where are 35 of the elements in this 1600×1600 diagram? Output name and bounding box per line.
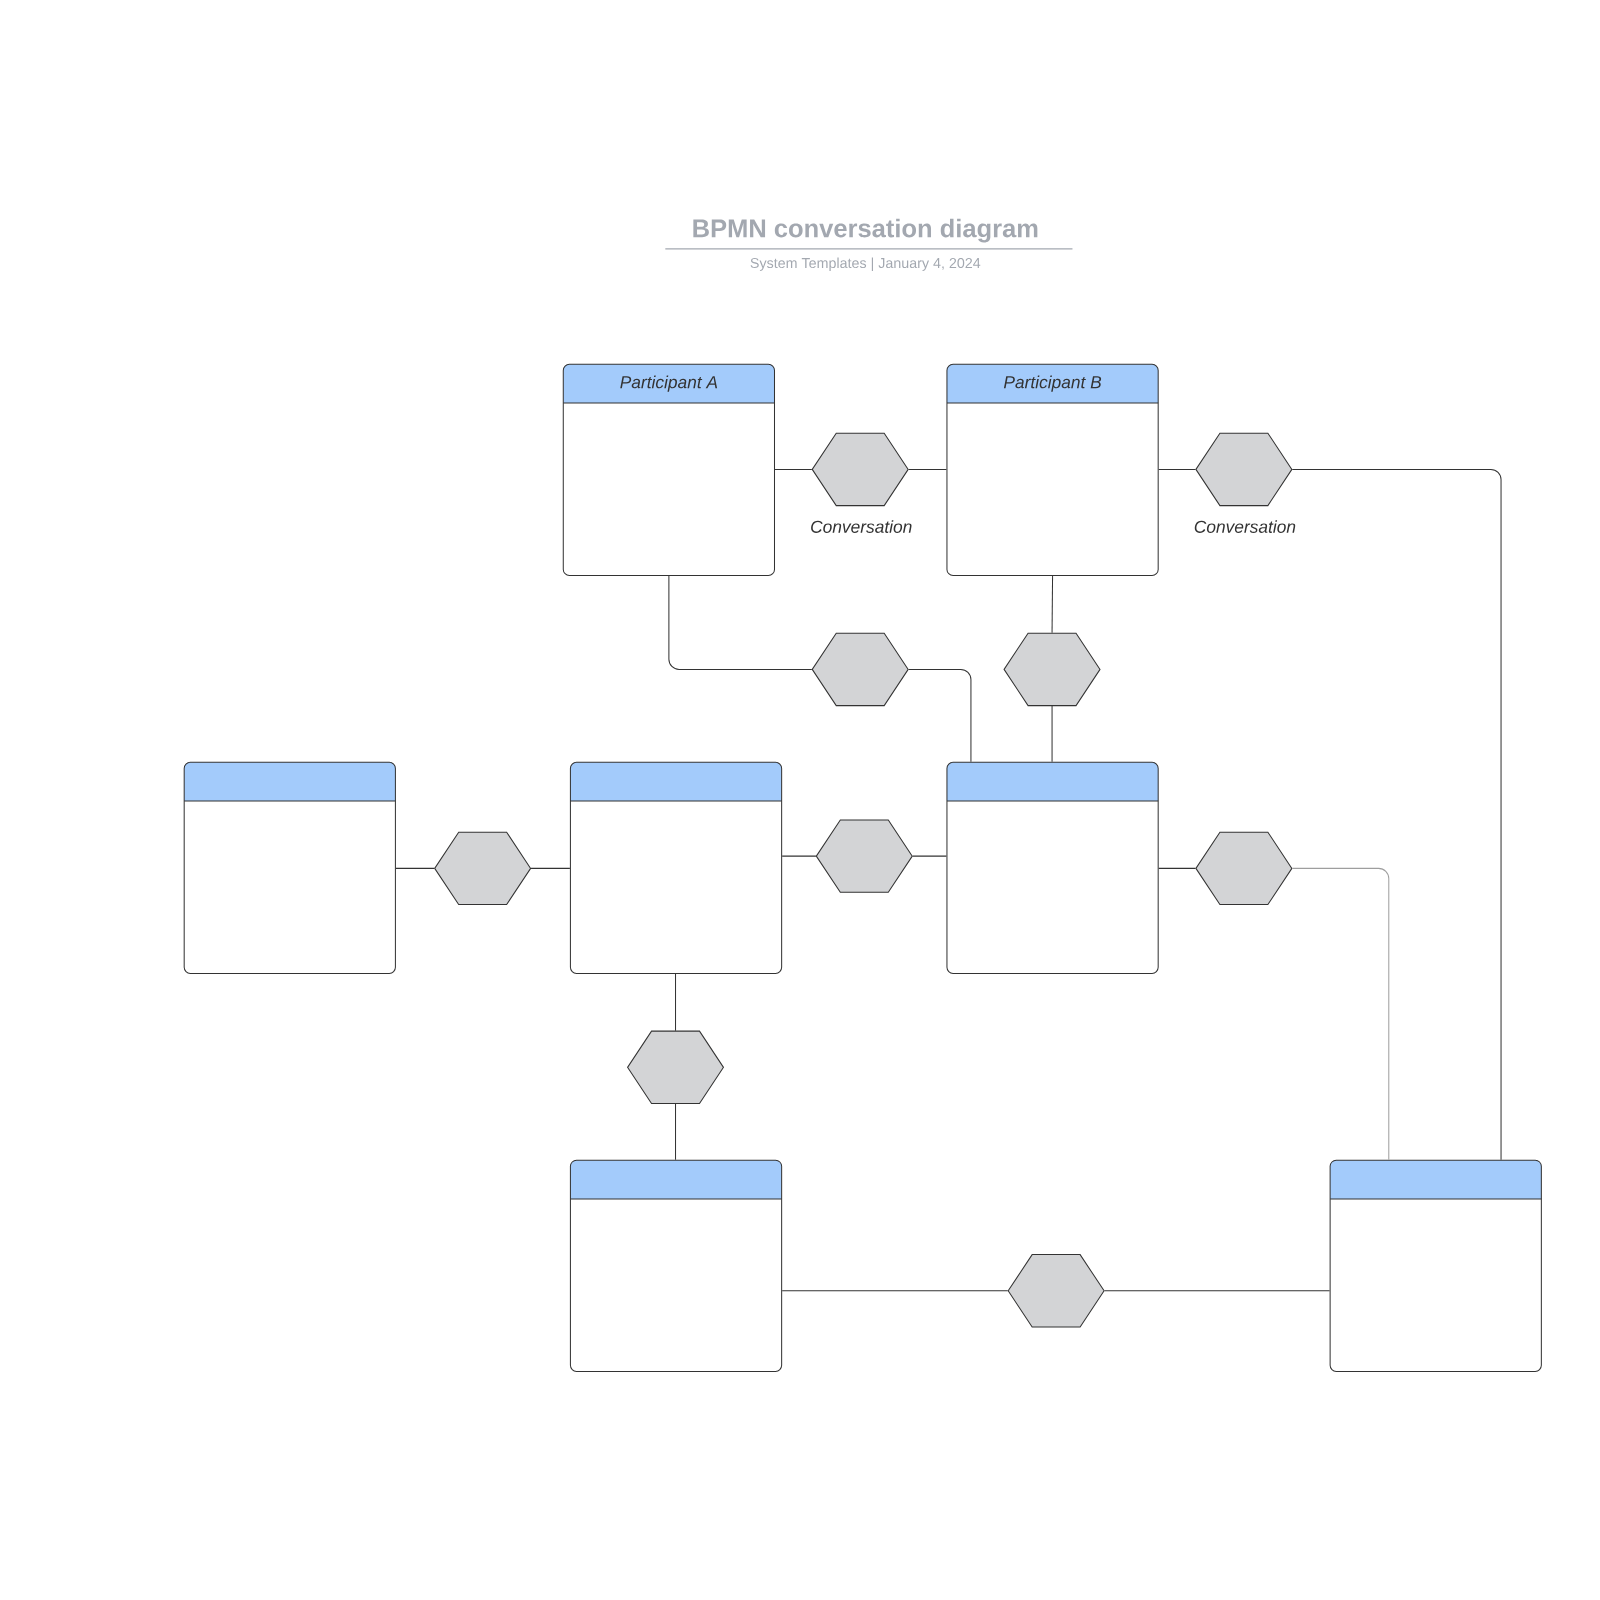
- pool-box: [569, 1159, 783, 1372]
- connector-line: [908, 468, 947, 470]
- title: BPMN conversation diagram: [693, 218, 1038, 243]
- conversation-hexagon: [1007, 1254, 1105, 1328]
- connector-line: [675, 973, 677, 1032]
- connector-line: [1158, 468, 1197, 470]
- connector-line: [1051, 575, 1054, 634]
- connector-line: [781, 1290, 1009, 1292]
- connector-line: [912, 855, 947, 857]
- connector-line: [530, 867, 571, 869]
- conversation-hexagon: [811, 632, 909, 707]
- connector-line: [1158, 867, 1197, 869]
- pool-box: [569, 761, 783, 974]
- connector-line: [675, 1103, 677, 1161]
- connector-line: [774, 468, 813, 470]
- pool-box: [946, 761, 1159, 974]
- pool-box: [1329, 1159, 1542, 1372]
- conversation-label: Conversation: [811, 520, 912, 533]
- connector-line: [668, 575, 813, 670]
- pool-box: [183, 761, 396, 974]
- pool-box: Participant B: [946, 363, 1159, 577]
- conversation-label: Conversation: [1194, 520, 1296, 533]
- connector-line: [395, 867, 435, 869]
- conversation-hexagon: [1195, 831, 1293, 906]
- connector-line: [1291, 867, 1390, 1161]
- connector-line: [1104, 1290, 1331, 1292]
- connector-line: [781, 855, 817, 857]
- connector-line: [1051, 705, 1053, 763]
- connector-line: [908, 668, 972, 763]
- pool-box: Participant A: [562, 363, 775, 577]
- conversation-hexagon: [1003, 632, 1101, 707]
- conversation-hexagon: [815, 819, 913, 893]
- subtitle: System Templates | January 4, 2024: [750, 257, 981, 271]
- connector-line: [1291, 468, 1502, 1161]
- conversation-hexagon: [434, 831, 532, 906]
